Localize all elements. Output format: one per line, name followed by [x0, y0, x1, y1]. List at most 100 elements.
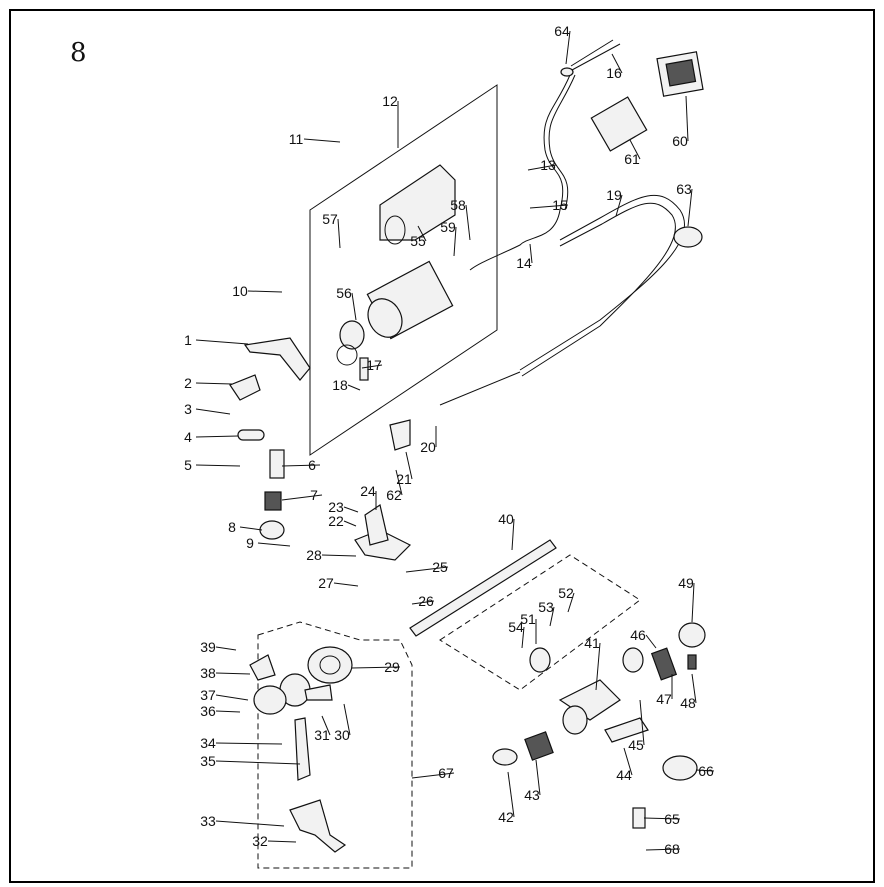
leader-line-54: [521, 626, 525, 649]
callout-38: 38: [200, 665, 216, 681]
leader-line-1: [195, 339, 249, 345]
callout-58: 58: [450, 197, 466, 213]
leader-line-61: [629, 139, 641, 160]
callout-leaders: [195, 30, 715, 851]
callout-1: 1: [184, 332, 192, 348]
callout-46: 46: [630, 627, 646, 643]
callout-66: 66: [698, 763, 714, 779]
callout-10: 10: [232, 283, 248, 299]
callout-68: 68: [664, 841, 680, 857]
callout-26: 26: [418, 593, 434, 609]
leader-line-68: [645, 848, 681, 851]
leader-line-13: [527, 164, 557, 171]
callout-27: 27: [318, 575, 334, 591]
callout-4: 4: [184, 429, 192, 445]
callout-45: 45: [628, 737, 644, 753]
leader-line-37: [215, 694, 249, 701]
leader-line-6: [281, 464, 321, 467]
leader-line-53: [549, 606, 555, 627]
callout-25: 25: [432, 559, 448, 575]
leader-line-15: [529, 204, 569, 209]
leader-line-9: [257, 542, 291, 547]
callout-40: 40: [498, 511, 514, 527]
callout-13: 13: [540, 157, 556, 173]
callout-15: 15: [552, 197, 568, 213]
leader-line-11: [303, 138, 341, 143]
solenoid-panel: [309, 84, 498, 456]
callout-17: 17: [366, 357, 382, 373]
connector-body: [590, 96, 648, 152]
leader-line-55: [417, 225, 427, 242]
callout-28: 28: [306, 547, 322, 563]
leader-line-30: [343, 703, 351, 736]
callout-56: 56: [336, 285, 352, 301]
wire-harness: [469, 74, 571, 271]
leader-line-46: [645, 634, 657, 649]
leader-line-31: [321, 715, 331, 736]
callout-18: 18: [332, 377, 348, 393]
callout-33: 33: [200, 813, 216, 829]
leader-line-56: [351, 292, 357, 321]
leader-line-57: [337, 218, 341, 249]
leader-line-14: [529, 243, 533, 264]
callout-19: 19: [606, 187, 622, 203]
callout-6: 6: [308, 457, 316, 473]
leader-line-28: [321, 554, 357, 557]
link-assembly-plane: [439, 554, 641, 691]
leader-line-26: [411, 600, 435, 605]
callout-12: 12: [382, 93, 398, 109]
callout-24: 24: [360, 483, 376, 499]
leader-line-16: [611, 53, 623, 74]
leader-line-65: [643, 817, 681, 820]
callout-2: 2: [184, 375, 192, 391]
shaft-40: [409, 539, 557, 637]
callout-55: 55: [410, 233, 426, 249]
leader-line-63: [687, 188, 693, 227]
callout-8: 8: [228, 519, 236, 535]
callout-5: 5: [184, 457, 192, 473]
callout-65: 65: [664, 811, 680, 827]
leader-line-49: [691, 582, 695, 623]
assembly-67-box: [257, 621, 413, 869]
callout-16: 16: [606, 65, 622, 81]
callout-64: 64: [554, 23, 570, 39]
diagram-frame: [9, 9, 875, 883]
bracket-55: [379, 164, 456, 241]
cable-19: [519, 195, 686, 371]
callout-31: 31: [314, 727, 330, 743]
callout-21: 21: [396, 471, 412, 487]
callout-67: 67: [438, 765, 454, 781]
leader-line-59: [453, 226, 457, 257]
leader-line-22: [343, 520, 357, 527]
leader-line-41: [595, 642, 601, 691]
leader-line-10: [247, 290, 283, 293]
callout-63: 63: [676, 181, 692, 197]
callout-22: 22: [328, 513, 344, 529]
callout-49: 49: [678, 575, 694, 591]
callout-53: 53: [538, 599, 554, 615]
leader-line-27: [333, 582, 359, 587]
page-number: 8: [70, 38, 87, 68]
leader-line-36: [215, 710, 241, 713]
leader-line-32: [267, 840, 297, 843]
leader-line-29: [351, 666, 401, 669]
leader-line-45: [639, 699, 645, 746]
callout-42: 42: [498, 809, 514, 825]
leader-line-33: [215, 820, 285, 827]
callout-62: 62: [386, 487, 402, 503]
leader-line-5: [195, 464, 241, 467]
callout-54: 54: [508, 619, 524, 635]
leader-line-40: [511, 518, 515, 551]
callout-60: 60: [672, 133, 688, 149]
callout-14: 14: [516, 255, 532, 271]
leader-line-38: [215, 672, 251, 675]
leader-line-52: [567, 592, 575, 613]
leader-line-2: [195, 382, 233, 385]
callout-47: 47: [656, 691, 672, 707]
callout-23: 23: [328, 499, 344, 515]
callout-30: 30: [334, 727, 350, 743]
leader-line-35: [215, 760, 301, 765]
leader-line-7: [281, 494, 323, 501]
leader-line-44: [623, 747, 633, 776]
